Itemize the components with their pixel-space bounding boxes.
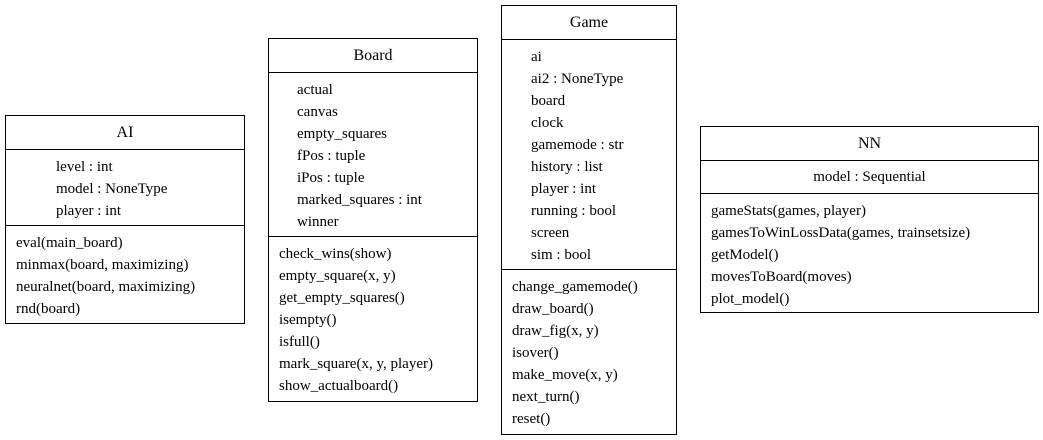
method: show_actualboard() bbox=[279, 378, 399, 394]
method: movesToBoard(moves) bbox=[711, 269, 852, 285]
class-game-attributes: ai ai2 : NoneType board clock gamemode :… bbox=[502, 40, 676, 270]
class-nn-methods: gameStats(games, player) gamesToWinLossD… bbox=[701, 194, 1038, 310]
method: next_turn() bbox=[512, 389, 580, 405]
method: isempty() bbox=[279, 312, 337, 328]
class-ai-attributes: level : int model : NoneType player : in… bbox=[6, 150, 244, 226]
attribute: ai bbox=[531, 49, 542, 65]
method: gameStats(games, player) bbox=[711, 203, 866, 219]
attribute: empty_squares bbox=[297, 126, 387, 142]
method: minmax(board, maximizing) bbox=[16, 257, 189, 273]
attribute: model : NoneType bbox=[56, 181, 168, 197]
class-nn-attributes: model : Sequential bbox=[701, 161, 1038, 194]
method: eval(main_board) bbox=[16, 235, 123, 251]
attribute: running : bool bbox=[531, 203, 616, 219]
attribute: board bbox=[531, 93, 566, 109]
class-game-name: Game bbox=[502, 6, 676, 40]
method: make_move(x, y) bbox=[512, 367, 618, 383]
class-game-methods: change_gamemode() draw_board() draw_fig(… bbox=[502, 270, 676, 430]
class-board-methods: check_wins(show) empty_square(x, y) get_… bbox=[269, 237, 477, 397]
attribute: model : Sequential bbox=[813, 169, 926, 185]
class-board-name: Board bbox=[269, 39, 477, 73]
method: check_wins(show) bbox=[279, 246, 392, 262]
class-ai-methods: eval(main_board) minmax(board, maximizin… bbox=[6, 226, 244, 320]
attribute: history : list bbox=[531, 159, 603, 175]
method: isfull() bbox=[279, 334, 320, 350]
method: rnd(board) bbox=[16, 301, 81, 317]
attribute: player : int bbox=[531, 181, 596, 197]
class-board: Board actual canvas empty_squares fPos :… bbox=[268, 38, 478, 402]
class-board-attributes: actual canvas empty_squares fPos : tuple… bbox=[269, 73, 477, 237]
method: empty_square(x, y) bbox=[279, 268, 396, 284]
method: isover() bbox=[512, 345, 559, 361]
method: reset() bbox=[512, 411, 551, 427]
attribute: clock bbox=[531, 115, 564, 131]
method: draw_board() bbox=[512, 301, 594, 317]
attribute: player : int bbox=[56, 203, 121, 219]
attribute: canvas bbox=[297, 104, 338, 120]
method: plot_model() bbox=[711, 291, 790, 307]
class-game: Game ai ai2 : NoneType board clock gamem… bbox=[501, 5, 677, 435]
class-ai: AI level : int model : NoneType player :… bbox=[5, 115, 245, 324]
method: get_empty_squares() bbox=[279, 290, 405, 306]
attribute: marked_squares : int bbox=[297, 192, 422, 208]
attribute: ai2 : NoneType bbox=[531, 71, 624, 87]
method: mark_square(x, y, player) bbox=[279, 356, 433, 372]
attribute: fPos : tuple bbox=[297, 148, 366, 164]
attribute: level : int bbox=[56, 159, 113, 175]
attribute: winner bbox=[297, 214, 339, 230]
attribute: iPos : tuple bbox=[297, 170, 365, 186]
attribute: screen bbox=[531, 225, 570, 241]
attribute: sim : bool bbox=[531, 247, 592, 263]
method: getModel() bbox=[711, 247, 779, 263]
method: neuralnet(board, maximizing) bbox=[16, 279, 196, 295]
method: draw_fig(x, y) bbox=[512, 323, 599, 339]
method: change_gamemode() bbox=[512, 279, 638, 295]
class-ai-name: AI bbox=[6, 116, 244, 150]
class-nn-name: NN bbox=[701, 127, 1038, 161]
attribute: actual bbox=[297, 82, 333, 98]
class-nn: NN model : Sequential gameStats(games, p… bbox=[700, 126, 1039, 313]
method: gamesToWinLossData(games, trainsetsize) bbox=[711, 225, 971, 241]
attribute: gamemode : str bbox=[531, 137, 624, 153]
